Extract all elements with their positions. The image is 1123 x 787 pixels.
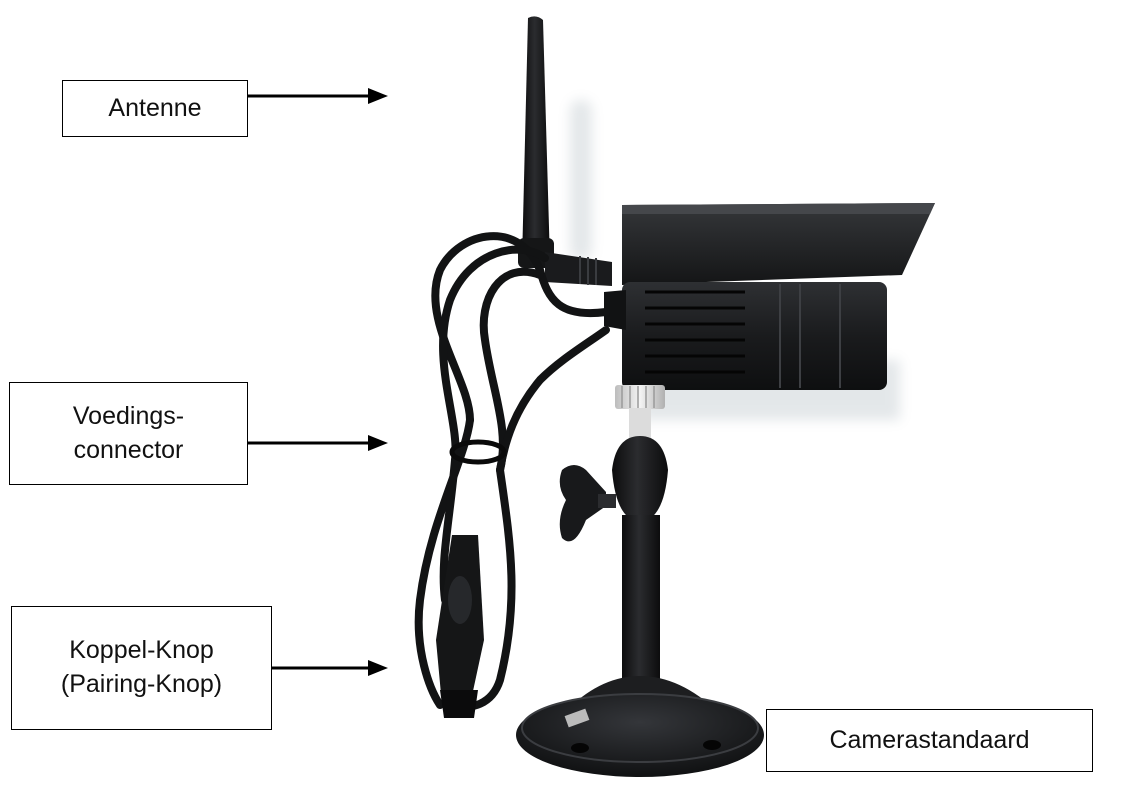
label-antenna-text: Antenne xyxy=(108,93,202,122)
label-pairing-button-line2: (Pairing-Knop) xyxy=(60,670,223,698)
cable-tie xyxy=(449,439,507,465)
label-pairing-button: Koppel-Knop (Pairing-Knop) xyxy=(11,606,272,730)
camera-body xyxy=(604,282,887,390)
label-power-connector-line1: Voedings- xyxy=(72,401,185,430)
arrow-antenna xyxy=(248,88,388,104)
arrow-pairing-button xyxy=(272,660,388,676)
label-camera-stand-text: Camerastandaard xyxy=(829,725,1030,754)
antenna xyxy=(518,16,612,286)
pairing-button-connector xyxy=(436,535,484,718)
camera-mount xyxy=(559,385,668,695)
camera-hood xyxy=(622,203,935,285)
label-camera-stand: Camerastandaard xyxy=(766,709,1093,772)
arrow-power-connector xyxy=(248,435,388,451)
label-pairing-button-line1: Koppel-Knop xyxy=(69,636,214,665)
camera-base xyxy=(516,676,764,777)
label-power-connector: Voedings- connector xyxy=(9,382,248,485)
label-power-connector-line2: connector xyxy=(73,435,184,464)
label-antenna: Antenne xyxy=(62,80,248,137)
